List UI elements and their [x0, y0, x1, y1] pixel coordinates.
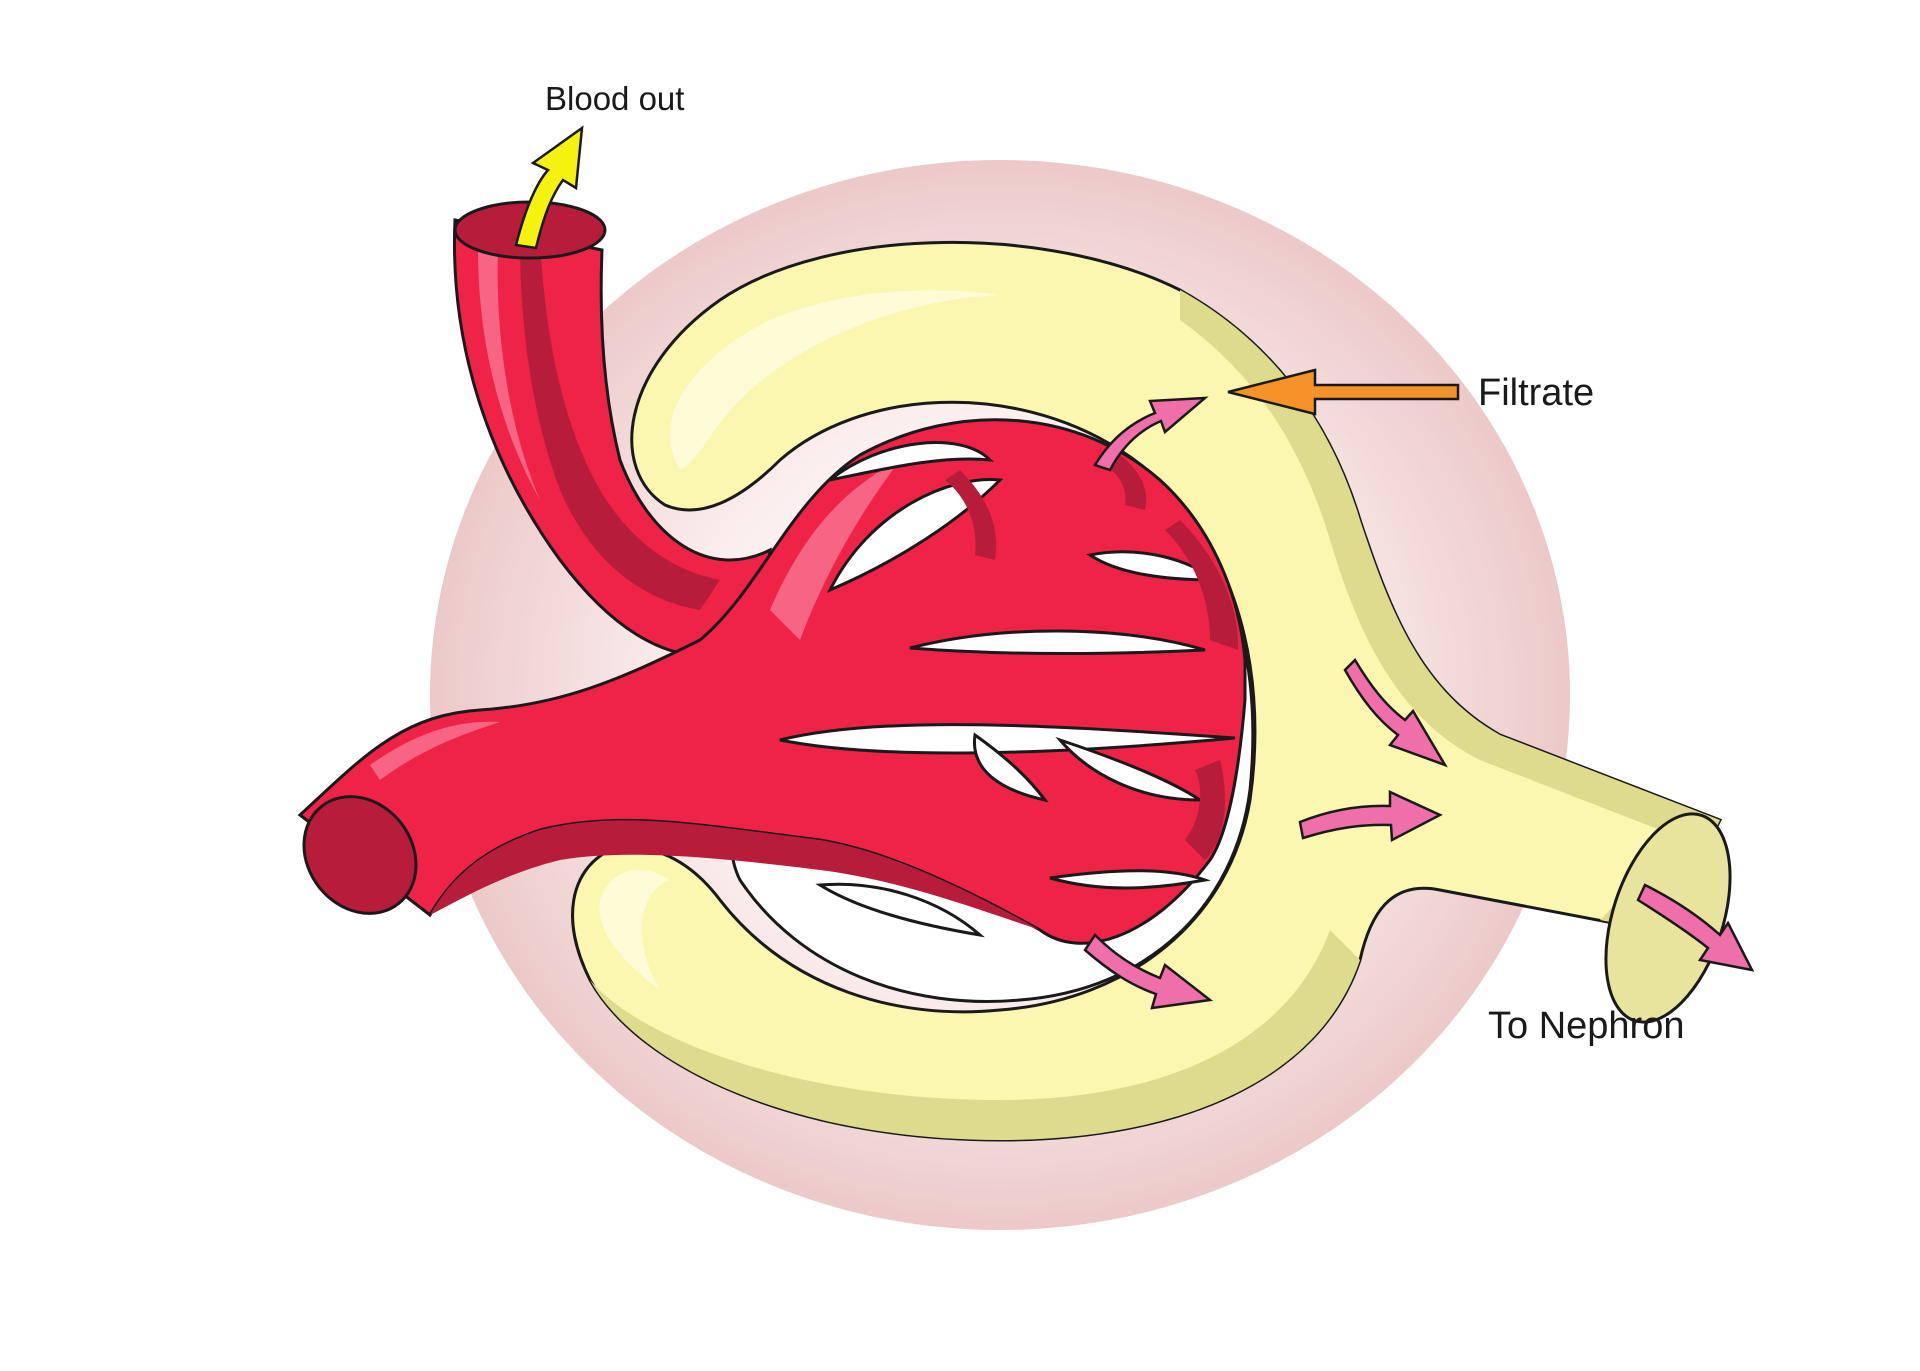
capillary-gap-9: [815, 882, 985, 938]
filtrate-arrow-icon: [1227, 368, 1460, 416]
capsule-highlight-bottom: [599, 869, 670, 990]
capillary-gap-6: [972, 732, 1049, 803]
capsule-highlight-top: [670, 290, 1000, 470]
capillary-shade-1: [1165, 520, 1239, 650]
flow-arrows: [514, 125, 1755, 1010]
pink-arrow-icon-5: [1636, 883, 1755, 972]
blood-out-label: Blood out: [545, 80, 684, 117]
pink-arrow-icon-1: [1093, 396, 1209, 472]
capillary-gap-8: [1049, 869, 1211, 890]
blood-out-arrow-icon: [514, 125, 584, 250]
glomerulus-highlight: [770, 460, 900, 640]
capillary-shade-2: [1185, 760, 1225, 860]
glomerulus-vessels: [297, 200, 1247, 945]
capillary-gap-5: [779, 723, 1236, 755]
capillary-gap-4: [909, 629, 1206, 656]
afferent-highlight: [370, 721, 500, 780]
efferent-highlight: [478, 250, 540, 500]
pink-arrow-icon-2: [1343, 657, 1448, 768]
capillary-gap-2: [826, 478, 1004, 593]
capillary-gap-1: [829, 441, 995, 482]
afferent-opening: [302, 795, 418, 915]
filtrate-label: Filtrate: [1478, 372, 1594, 414]
to-nephron-label: To Nephron: [1488, 1005, 1684, 1047]
capillary-shade-3: [945, 470, 997, 560]
capsule-shadow-bottom: [590, 930, 1360, 1140]
pink-arrow-icon-3: [1298, 790, 1443, 842]
afferent-dark-underside: [430, 820, 1040, 930]
capillary-shade-4: [1105, 455, 1147, 510]
efferent-dark-side: [520, 240, 720, 610]
pink-arrow-icon-4: [1083, 933, 1214, 1010]
capsule-shadow-right: [1180, 290, 1720, 930]
